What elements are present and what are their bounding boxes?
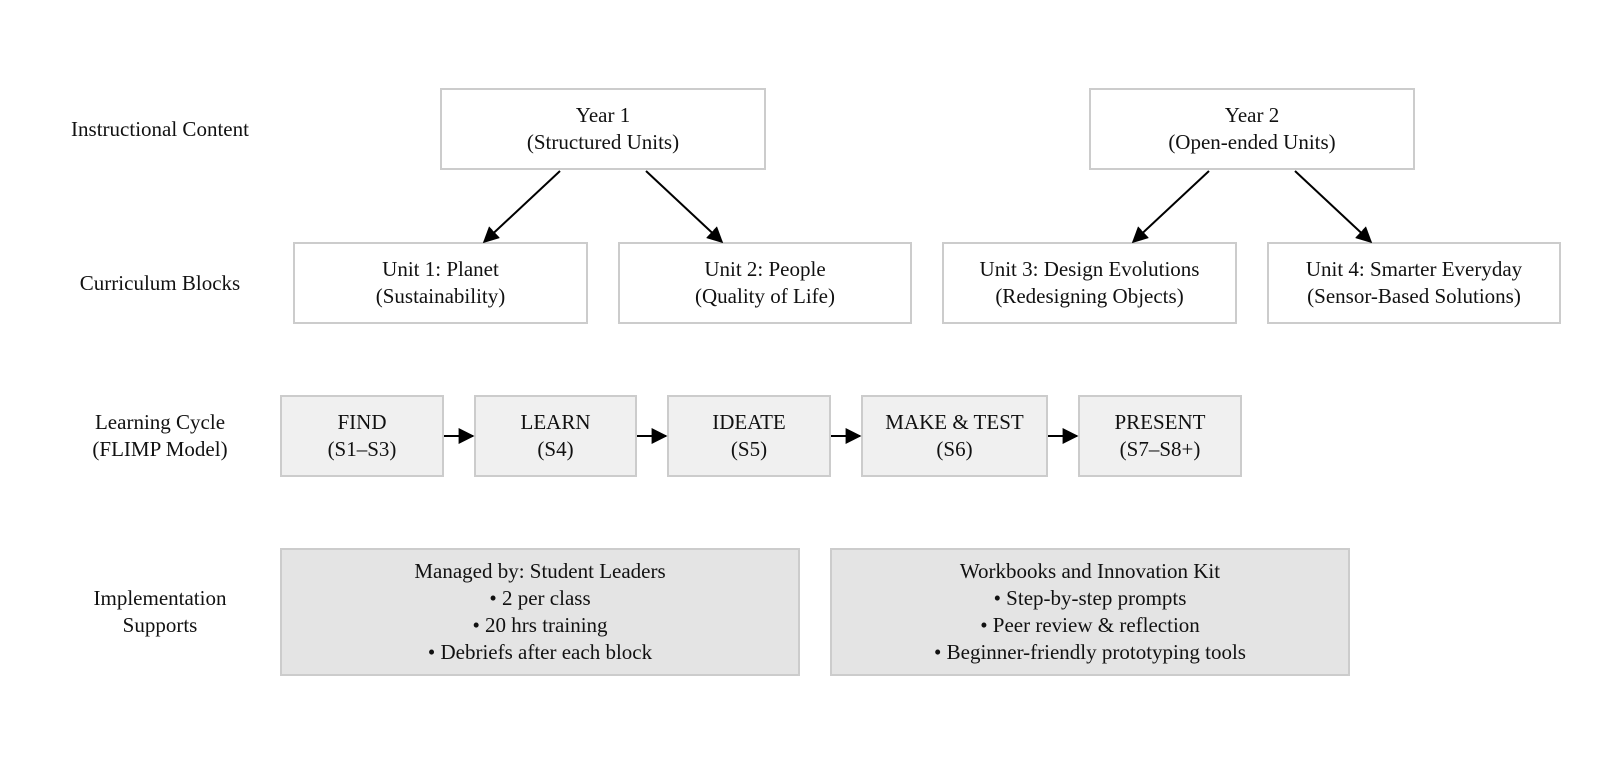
arrow-year1-unit2 bbox=[645, 170, 724, 244]
row-label-learning-cycle: Learning Cycle (FLIMP Model) bbox=[40, 409, 280, 463]
arrow-year1-unit1 bbox=[482, 170, 561, 244]
arrow-year2-unit3 bbox=[1131, 170, 1210, 244]
support-item: • Peer review & reflection bbox=[980, 613, 1200, 637]
row-label-line: Implementation bbox=[93, 586, 227, 610]
support-item: • Beginner-friendly prototyping tools bbox=[934, 640, 1246, 664]
unit-3-box: Unit 3: Design Evolutions (Redesigning O… bbox=[942, 242, 1237, 324]
year-subtitle: (Open-ended Units) bbox=[1168, 130, 1336, 154]
year-title: Year 1 bbox=[575, 103, 631, 127]
row-label-text: Instructional Content bbox=[71, 116, 249, 141]
support-item: • 2 per class bbox=[489, 586, 591, 610]
arrow-year2-unit4 bbox=[1294, 170, 1373, 244]
year-subtitle: (Structured Units) bbox=[526, 130, 680, 154]
cycle-make-test-box: MAKE & TEST (S6) bbox=[861, 395, 1048, 477]
unit-title: Unit 3: Design Evolutions bbox=[979, 257, 1200, 281]
support-item: • 20 hrs training bbox=[472, 613, 608, 637]
unit-subtitle: (Sensor-Based Solutions) bbox=[1307, 284, 1521, 308]
cycle-sessions: (S4) bbox=[537, 437, 574, 461]
row-label-line: Learning Cycle bbox=[94, 410, 226, 434]
row-label-instructional-content: Instructional Content bbox=[40, 102, 280, 156]
unit-2-box: Unit 2: People (Quality of Life) bbox=[618, 242, 912, 324]
year-1-box: Year 1 (Structured Units) bbox=[440, 88, 766, 170]
unit-subtitle: (Sustainability) bbox=[375, 284, 506, 308]
row-label-line: (FLIMP Model) bbox=[92, 437, 228, 461]
support-student-leaders-box: Managed by: Student Leaders • 2 per clas… bbox=[280, 548, 800, 676]
support-workbooks-box: Workbooks and Innovation Kit • Step-by-s… bbox=[830, 548, 1350, 676]
cycle-sessions: (S6) bbox=[936, 437, 973, 461]
unit-title: Unit 4: Smarter Everyday bbox=[1305, 257, 1523, 281]
unit-title: Unit 1: Planet bbox=[382, 257, 499, 281]
support-item: • Step-by-step prompts bbox=[993, 586, 1187, 610]
cycle-title: PRESENT bbox=[1114, 410, 1206, 434]
row-label-implementation-supports: Implementation Supports bbox=[40, 585, 280, 639]
cycle-title: FIND bbox=[337, 410, 387, 434]
support-item: • Debriefs after each block bbox=[427, 640, 653, 664]
year-2-box: Year 2 (Open-ended Units) bbox=[1089, 88, 1415, 170]
year-title: Year 2 bbox=[1224, 103, 1280, 127]
unit-4-box: Unit 4: Smarter Everyday (Sensor-Based S… bbox=[1267, 242, 1561, 324]
support-title: Managed by: Student Leaders bbox=[414, 559, 666, 583]
support-title: Workbooks and Innovation Kit bbox=[959, 559, 1221, 583]
unit-subtitle: (Quality of Life) bbox=[695, 284, 835, 308]
cycle-find-box: FIND (S1–S3) bbox=[280, 395, 444, 477]
cycle-sessions: (S7–S8+) bbox=[1119, 437, 1201, 461]
unit-1-box: Unit 1: Planet (Sustainability) bbox=[293, 242, 588, 324]
unit-subtitle: (Redesigning Objects) bbox=[995, 284, 1184, 308]
cycle-learn-box: LEARN (S4) bbox=[474, 395, 637, 477]
cycle-ideate-box: IDEATE (S5) bbox=[667, 395, 831, 477]
cycle-title: MAKE & TEST bbox=[885, 410, 1024, 434]
cycle-sessions: (S5) bbox=[730, 437, 768, 461]
cycle-present-box: PRESENT (S7–S8+) bbox=[1078, 395, 1242, 477]
cycle-title: IDEATE bbox=[712, 410, 786, 434]
row-label-text: Curriculum Blocks bbox=[79, 270, 241, 295]
cycle-title: LEARN bbox=[520, 410, 591, 434]
cycle-sessions: (S1–S3) bbox=[327, 437, 397, 461]
row-label-line: Supports bbox=[122, 613, 198, 637]
row-label-curriculum-blocks: Curriculum Blocks bbox=[40, 256, 280, 310]
unit-title: Unit 2: People bbox=[704, 257, 826, 281]
